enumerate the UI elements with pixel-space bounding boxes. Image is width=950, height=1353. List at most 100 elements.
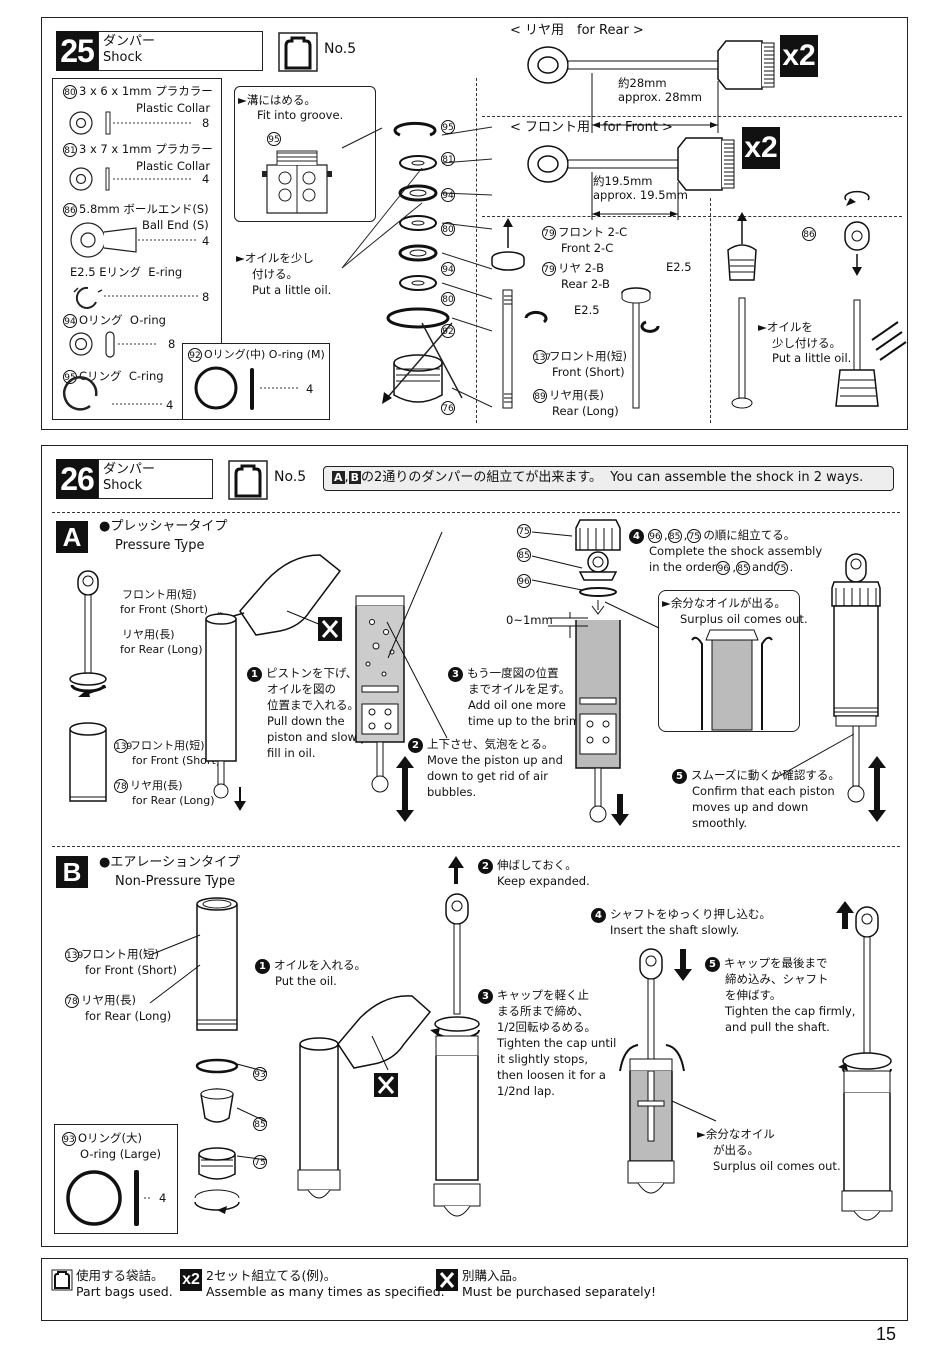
pointer-line (386, 621, 448, 739)
part-81-en: Plastic Collar (136, 159, 211, 173)
b-step3-en3: then loosen it for a (497, 1068, 606, 1082)
part-86-en: Ball End (S) (142, 218, 209, 232)
step-number: 25 (56, 31, 98, 71)
oil2-en: Put a little oil. (772, 351, 852, 365)
b-step5-jp3: を伸ばす。 (725, 988, 782, 1002)
oil-jp2: 付ける。 (252, 267, 298, 281)
down-arrow (611, 794, 629, 826)
rear-label: < リヤ用 for Rear > (510, 23, 644, 38)
part-80-qty: 8 (202, 116, 210, 130)
callout-80a: 80 (441, 221, 457, 236)
legend-panel: 使用する袋詰。 Part bags used. x2 2セット組立てる(例)。 … (41, 1258, 908, 1321)
callout-81: 81 (441, 151, 457, 166)
callout-95: 95 (441, 119, 457, 134)
pointer-line (771, 733, 855, 781)
up-down-arrow (396, 756, 414, 822)
a-step1-en2: piston and slowly (267, 730, 367, 744)
a-surplus-jp: ►余分なオイルが出る。 (662, 596, 786, 610)
a-step3-en1: Add oil one more (468, 698, 566, 712)
buy-separately-icon (374, 1073, 398, 1097)
bag-icon (228, 460, 268, 500)
b-oring-qty: 4 (159, 1191, 167, 1205)
note-a-badge: A (332, 471, 345, 484)
ering-label: E2.5 (574, 303, 600, 317)
b-callout-93: 93 (253, 1066, 269, 1081)
pointer-line (149, 934, 201, 1004)
pointer-line (371, 1035, 389, 1071)
shaft-and-body (69, 570, 107, 802)
part-95-qty: 4 (166, 398, 174, 412)
collar-81-icon (69, 167, 192, 191)
note-en: You can assemble the shock in 2 ways. (610, 470, 864, 485)
b-body-rear-en: for Rear (Long) (85, 1009, 172, 1023)
parts-list (52, 78, 222, 420)
part-81-qty: 4 (202, 172, 210, 186)
oil2-jp2: 少し付ける。 (772, 336, 841, 350)
a-step1-en1: Pull down the (267, 714, 345, 728)
separator (476, 78, 477, 423)
page-number: 15 (876, 1324, 897, 1344)
groove-jp: ►溝にはめる。 (238, 93, 316, 107)
groove-arrow (341, 127, 383, 149)
cylinder-bubbles (355, 531, 443, 793)
body-front-label: 139フロント用(短) (114, 739, 205, 753)
ballend-assembly (727, 190, 907, 409)
front-label: < フロント用 for Front > (510, 120, 673, 135)
step-title-en: Shock (103, 50, 143, 65)
non-pressure-type-en: Non-Pressure Type (115, 874, 236, 889)
ballend-callout: 86 (802, 226, 818, 241)
b-step5-en1: Tighten the cap firmly, (725, 1004, 856, 1018)
b-final-shock (836, 901, 893, 1221)
a-surplus-en: Surplus oil comes out. (680, 612, 808, 626)
shaft-front-en: for Front (Short) (120, 603, 209, 616)
b-oil-pour (297, 995, 432, 1199)
piston-front-en: Front 2-C (561, 241, 614, 255)
b-step3-jp2: まる所まで締め、 (497, 1004, 589, 1018)
a-step3-jp2: までオイルを足す。 (468, 682, 571, 696)
step-title-en: Shock (103, 478, 143, 493)
callout-76: 76 (441, 400, 457, 415)
b-surplus-en: Surplus oil comes out. (713, 1159, 841, 1173)
a-step2-en1: Move the piston up and (427, 753, 563, 767)
cap-stack (575, 519, 623, 823)
buy-separately-icon (318, 617, 342, 641)
a-step3-en2: time up to the brim. (468, 714, 584, 728)
b-step5-jp2: 締め込み、シャフト (725, 972, 829, 986)
separator (52, 512, 900, 513)
surplus-illustration (691, 629, 773, 731)
bag-label: No.5 (274, 469, 307, 485)
shaft-front-jp: フロント用(短) (122, 588, 197, 601)
up-down-arrow (868, 756, 886, 822)
b-body-front-en: for Front (Short) (85, 963, 178, 977)
piston-rear-en: Rear 2-B (561, 277, 610, 291)
front-rod (527, 137, 735, 220)
step-title-jp: ダンパー (103, 462, 156, 477)
surplus-pointer (604, 601, 660, 629)
collar-80-icon (69, 111, 192, 135)
b-body-front-label: 139フロント用(短) (65, 947, 159, 962)
rear-rod (527, 40, 775, 133)
a-step1-jp2: オイルを図の (267, 682, 336, 696)
part-80-en: Plastic Collar (136, 101, 211, 115)
bag-label: No.5 (324, 41, 357, 57)
note-b-badge: B (348, 471, 362, 484)
multiply-2-icon: x2 (780, 35, 818, 77)
b-insert-shaft (619, 948, 717, 1194)
cring-icon (62, 376, 162, 411)
b-surplus-jp2: が出る。 (713, 1143, 759, 1157)
a-step1-en3: fill in oil. (267, 746, 316, 760)
bag-icon (278, 32, 318, 72)
b-step3-jp3: 1/2回転ゆるめる。 (497, 1020, 597, 1034)
